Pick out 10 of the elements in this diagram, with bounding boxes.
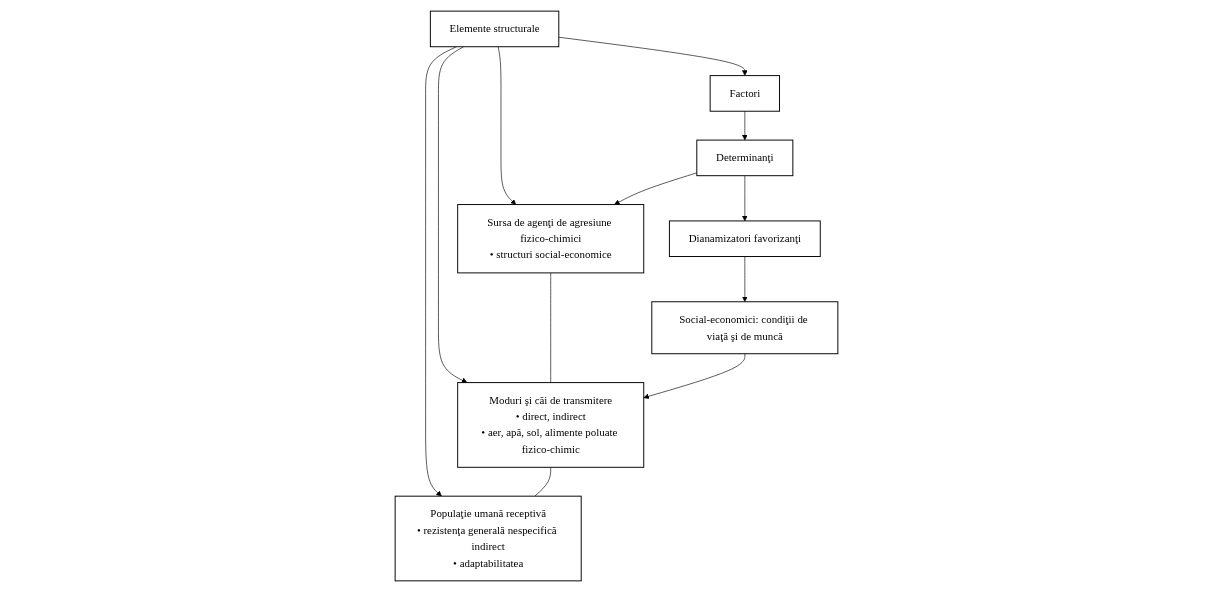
- node-box: Determinanţi: [695, 139, 793, 176]
- node-box: Social-economici: condiţii de viaţă şi de muncă: [650, 300, 838, 354]
- node-box: Factori: [709, 74, 780, 112]
- node-box: Populaţie umană receptivă • rezistenţa generală nespecifică indirect • adaptabilitatea: [394, 495, 582, 581]
- connector: [549, 272, 551, 383]
- node-box: Moduri şi căi de transmitere • direct, indirect • aer, apă, sol, alimente poluate fizico-chimic: [456, 381, 644, 468]
- node-box: Sursa de agenţi de agresiune fizico-chimici • structuri social-economice: [456, 203, 644, 273]
- node-box: Dianamizatori favorizanţi: [668, 219, 821, 257]
- node-box: Elemente structurale: [429, 10, 559, 47]
- connector: [534, 466, 551, 496]
